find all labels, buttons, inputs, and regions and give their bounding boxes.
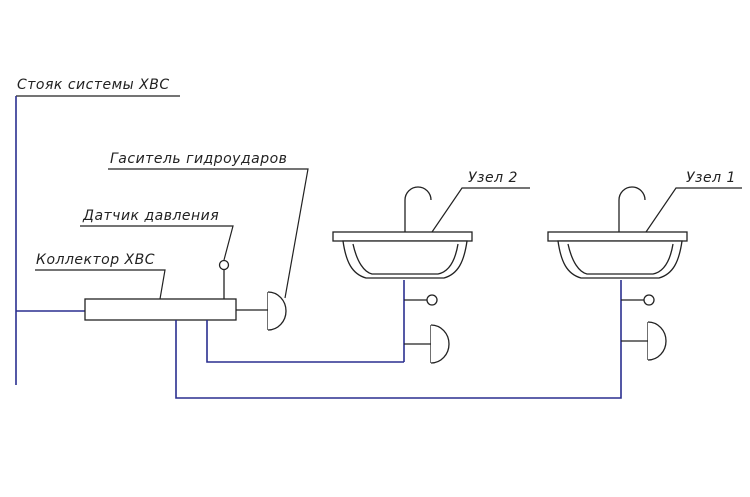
collector-leader xyxy=(35,269,166,300)
riser xyxy=(15,95,180,385)
sink2-rim xyxy=(332,231,473,242)
node2-fixtures xyxy=(404,294,450,364)
node2-leader xyxy=(431,187,530,233)
sink2-basin-inner xyxy=(352,243,459,275)
node2-label: Узел 2 xyxy=(468,170,518,186)
pressure-sensor-label: Датчик давления xyxy=(82,208,219,224)
node2-arrester-dome xyxy=(430,324,450,364)
pressure-sensor xyxy=(218,259,230,299)
node1-fixtures xyxy=(621,294,667,361)
collector-label: Коллектор ХВС xyxy=(36,252,155,268)
arrester-label: Гаситель гидроударов xyxy=(110,151,287,167)
pressure-sensor-gauge xyxy=(218,259,230,271)
arrester-leader xyxy=(108,168,309,299)
node1-label: Узел 1 xyxy=(686,170,736,186)
collector xyxy=(84,298,268,321)
node1-leader xyxy=(645,187,742,233)
sink1-basin xyxy=(557,240,683,279)
riser-label: Стояк системы ХВС xyxy=(17,77,170,93)
node1-arrester-dome xyxy=(647,321,667,361)
sink1-basin-inner xyxy=(567,243,674,275)
sink2-basin xyxy=(342,240,468,279)
pipe-to-node2 xyxy=(206,320,404,363)
water-hammer-arrester xyxy=(267,291,287,331)
sink1-faucet xyxy=(618,186,646,232)
sink1-rim xyxy=(547,231,688,242)
arrester-dome xyxy=(267,291,287,331)
sink-node2 xyxy=(332,186,473,279)
collector-body xyxy=(84,298,237,321)
pipe-to-node1 xyxy=(175,320,622,399)
sink-node1 xyxy=(547,186,688,279)
sink2-faucet xyxy=(404,186,432,232)
leader-lines xyxy=(35,168,742,300)
pressure-sensor-leader xyxy=(80,225,234,261)
node2-sensor xyxy=(426,294,438,306)
node1-sensor xyxy=(643,294,655,306)
supply-pipes xyxy=(175,280,622,399)
